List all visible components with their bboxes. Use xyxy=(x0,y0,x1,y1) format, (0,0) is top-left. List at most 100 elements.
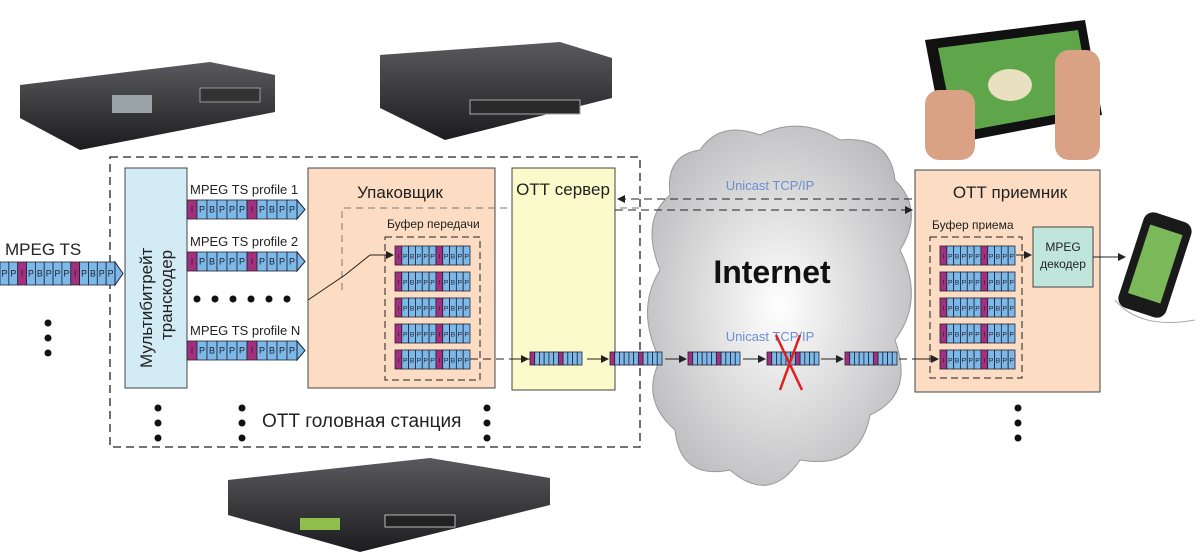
frame-letter: P xyxy=(444,280,449,287)
frame-P xyxy=(813,351,820,366)
frame-P xyxy=(891,351,898,366)
dot xyxy=(483,434,491,442)
frame-letter: P xyxy=(417,306,422,313)
frame-P xyxy=(642,351,649,366)
frame-letter: P xyxy=(63,269,69,279)
frame-letter: P xyxy=(1009,358,1014,365)
frame-P xyxy=(711,351,717,366)
frame-P xyxy=(771,351,777,366)
frame-letter: P xyxy=(962,254,967,261)
frame-P xyxy=(701,351,708,366)
frame-letter: I xyxy=(983,306,985,313)
frame-letter: B xyxy=(955,332,960,339)
frame-letter: P xyxy=(464,254,469,261)
frame-letter: P xyxy=(1002,280,1007,287)
frame-I xyxy=(794,351,801,366)
frame-letter: P xyxy=(989,306,994,313)
frame-letter: B xyxy=(269,257,275,267)
transit-segment xyxy=(609,351,663,366)
frame-I xyxy=(557,351,564,366)
frame-letter: P xyxy=(457,254,462,261)
packer-input-arrow xyxy=(307,251,394,301)
frame-letter: P xyxy=(108,269,114,279)
frame-letter: B xyxy=(37,269,43,279)
profile-label-1: MPEG TS profile 1 xyxy=(190,182,298,197)
frame-P xyxy=(887,351,893,366)
frame-P xyxy=(706,351,713,366)
frame-P xyxy=(809,351,815,366)
decoder-label-2: декодер xyxy=(1040,257,1086,271)
frame-I xyxy=(609,351,616,366)
frame-letter: P xyxy=(948,306,953,313)
frame-letter: P xyxy=(948,358,953,365)
frame-letter: I xyxy=(438,358,440,365)
transcoder-box xyxy=(124,167,188,389)
frame-B xyxy=(804,351,810,366)
frame-letter: B xyxy=(955,306,960,313)
dot xyxy=(283,295,291,303)
frame-letter: B xyxy=(451,358,456,365)
frame-I xyxy=(844,351,851,366)
server-device-top-middle xyxy=(380,42,612,140)
frame-P xyxy=(656,351,663,366)
frame-letter: P xyxy=(948,254,953,261)
frame-letter: P xyxy=(430,306,435,313)
frame-letter: P xyxy=(417,358,422,365)
frame-letter: P xyxy=(403,358,408,365)
frame-letter: P xyxy=(457,280,462,287)
frame-letter: I xyxy=(251,205,254,215)
frame-letter: P xyxy=(259,346,265,356)
frame-letter: B xyxy=(269,346,275,356)
frame-letter: B xyxy=(269,205,275,215)
frame-letter: P xyxy=(403,332,408,339)
frame-P xyxy=(543,351,550,366)
server-device-bottom xyxy=(228,458,550,552)
dot xyxy=(44,319,52,327)
dot xyxy=(229,295,237,303)
frame-letter: P xyxy=(239,205,245,215)
frame-letter: P xyxy=(289,346,295,356)
frame-letter: B xyxy=(410,358,415,365)
frame-letter: I xyxy=(397,306,399,313)
frame-letter: P xyxy=(99,269,105,279)
stream-arrowhead xyxy=(296,198,306,221)
frame-B xyxy=(619,351,625,366)
frame-letter: I xyxy=(983,358,985,365)
frame-P xyxy=(628,351,635,366)
dot xyxy=(265,295,273,303)
frame-letter: P xyxy=(1009,280,1014,287)
frame-letter: P xyxy=(229,257,235,267)
ott-receiver-title: ОТТ приемник xyxy=(953,183,1068,202)
receive-buffer-label: Буфер приема xyxy=(932,218,1014,232)
frame-letter: P xyxy=(46,269,52,279)
frame-letter: P xyxy=(199,346,205,356)
frame-P xyxy=(652,351,658,366)
frame-letter: P xyxy=(989,332,994,339)
frame-letter: I xyxy=(942,358,944,365)
unicast-bottom-label: Unicast TCP/IP xyxy=(726,329,815,344)
frame-P xyxy=(1007,349,1016,370)
frame-I xyxy=(687,351,694,366)
dot xyxy=(1014,404,1022,412)
frame-letter: P xyxy=(444,358,449,365)
unicast-top-label: Unicast TCP/IP xyxy=(726,178,815,193)
frame-letter: B xyxy=(955,254,960,261)
frame-letter: I xyxy=(438,254,440,261)
frame-letter: P xyxy=(423,332,428,339)
transcoder-label-1: Мультибитрейт xyxy=(137,247,156,368)
frame-letter: P xyxy=(975,332,980,339)
frame-letter: I xyxy=(397,358,399,365)
frame-I xyxy=(637,351,644,366)
dot xyxy=(44,334,52,342)
frame-letter: B xyxy=(410,332,415,339)
frame-P xyxy=(534,351,540,366)
tablet-device-icon xyxy=(925,20,1102,160)
frame-letter: P xyxy=(430,332,435,339)
frame-letter: B xyxy=(996,254,1001,261)
frame-letter: P xyxy=(464,280,469,287)
headend-label: ОТТ головная станция xyxy=(262,411,461,432)
